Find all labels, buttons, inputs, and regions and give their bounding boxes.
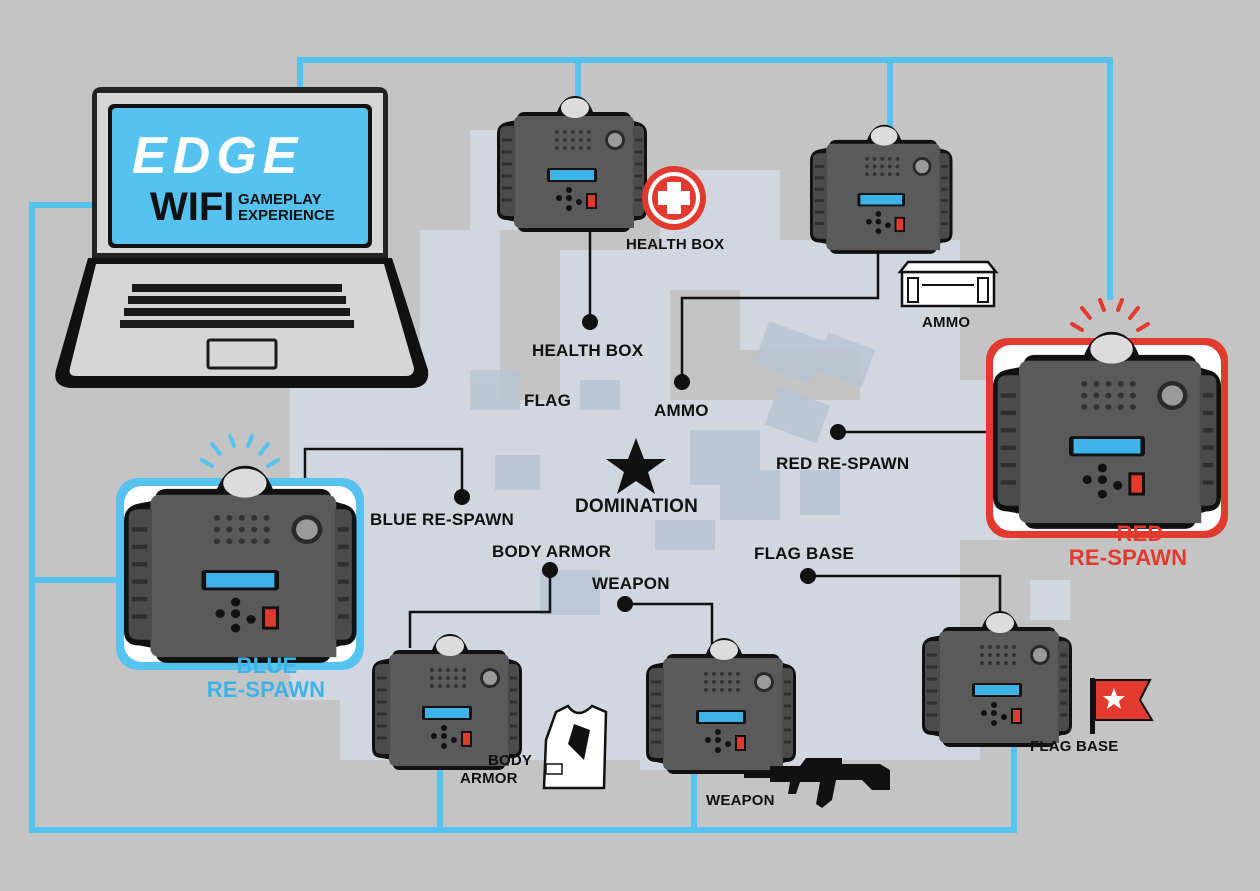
label-weapon: WEAPON — [592, 574, 670, 593]
connector-lines — [303, 230, 1002, 652]
red-respawn-device — [986, 332, 1228, 538]
health-cross-icon — [642, 166, 706, 230]
edge-logo: EDGE — [132, 127, 304, 185]
device-label-red-line1: RED — [1116, 521, 1164, 546]
device-label-blue-line2: RE-SPAWN — [206, 677, 326, 702]
device-label-health-box: HEALTH BOX — [626, 236, 725, 253]
device-label-body-armor-2: ARMOR — [460, 770, 518, 787]
laptop-screen — [112, 108, 368, 244]
wifi-network-lines — [29, 57, 1113, 833]
rifle-icon — [744, 758, 890, 808]
device-label-flag-base: FLAG BASE — [1030, 738, 1119, 755]
body-armor-icon — [542, 704, 608, 790]
connector-dots — [454, 314, 846, 612]
laptop-icon — [55, 87, 429, 388]
device-label-weapon: WEAPON — [706, 792, 775, 809]
label-flag-base: FLAG BASE — [754, 544, 855, 563]
device-label-body-armor-1: BODY — [488, 752, 533, 769]
gameplay-text: GAMEPLAY — [238, 191, 322, 208]
device-label-red-line2: RE-SPAWN — [1068, 545, 1188, 570]
keyboard — [120, 284, 354, 328]
star-icon — [606, 438, 666, 494]
label-ammo: AMMO — [654, 401, 709, 420]
weapon-device — [644, 636, 798, 776]
flag-star-icon — [1090, 678, 1154, 734]
trackpad — [206, 338, 278, 370]
ammo-device — [808, 123, 954, 256]
health-box-device — [495, 94, 649, 234]
flag-base-device — [920, 609, 1074, 749]
label-flag: FLAG — [524, 391, 572, 410]
experience-text: EXPERIENCE — [238, 207, 335, 224]
signal-waves-icon — [1070, 298, 1150, 332]
label-red-respawn: RED RE-SPAWN — [776, 454, 910, 473]
blue-respawn-device — [116, 466, 364, 670]
device-label-ammo: AMMO — [922, 314, 971, 331]
label-domination: DOMINATION — [575, 496, 699, 517]
signal-waves-icon — [200, 434, 280, 468]
wifi-text: WIFI — [150, 185, 235, 229]
ammo-crate-icon — [897, 260, 999, 308]
label-blue-respawn: BLUE RE-SPAWN — [370, 510, 514, 529]
label-body-armor: BODY ARMOR — [492, 542, 612, 561]
body-armor-device — [370, 632, 524, 772]
device-label-blue-line1: BLUE — [236, 653, 298, 678]
label-health-box: HEALTH BOX — [532, 341, 644, 360]
